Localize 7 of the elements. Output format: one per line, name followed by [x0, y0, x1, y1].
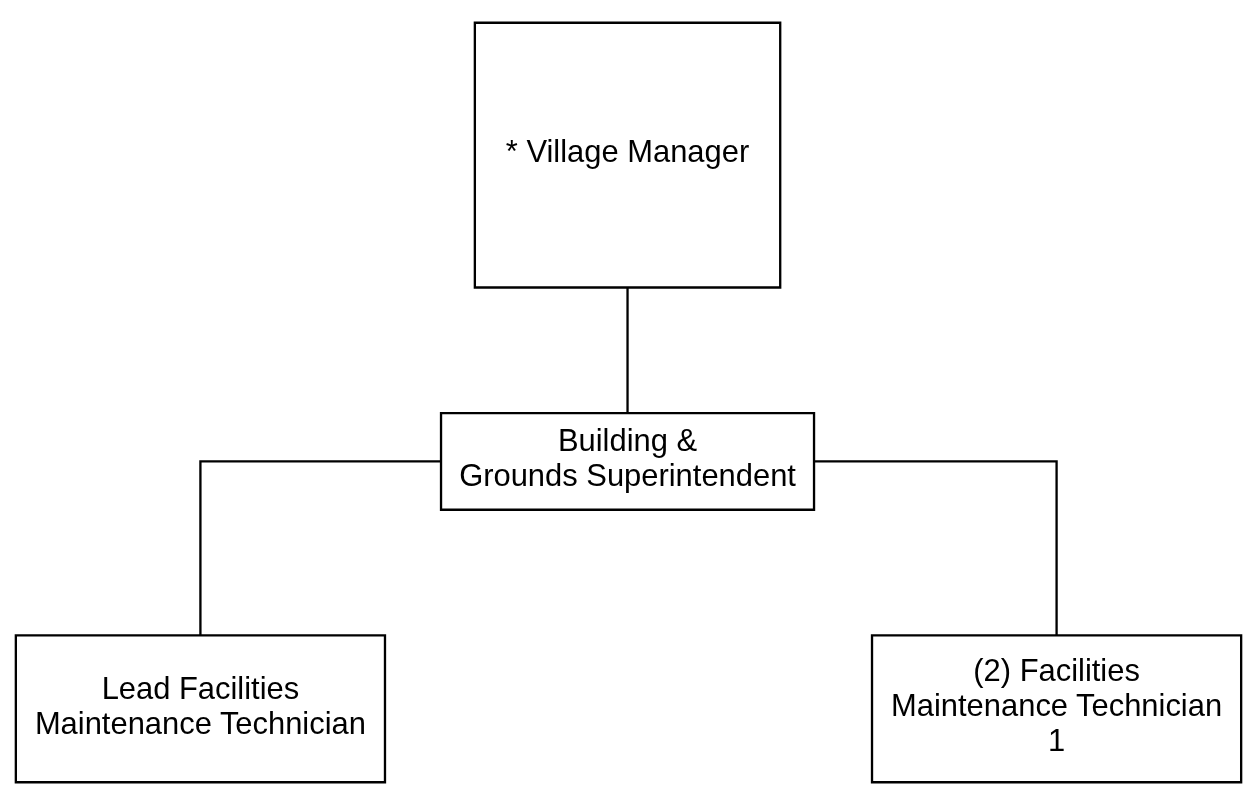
node-box: (2) Facilities Maintenance Technician 1 — [870, 633, 1243, 783]
node-box: Building & Grounds Superintendent — [439, 411, 816, 511]
connector — [199, 459, 441, 635]
connector — [814, 459, 1058, 635]
connector — [626, 287, 629, 412]
node-box: * Village Manager — [473, 21, 782, 289]
node-box: Lead Facilities Maintenance Technician — [14, 633, 387, 783]
